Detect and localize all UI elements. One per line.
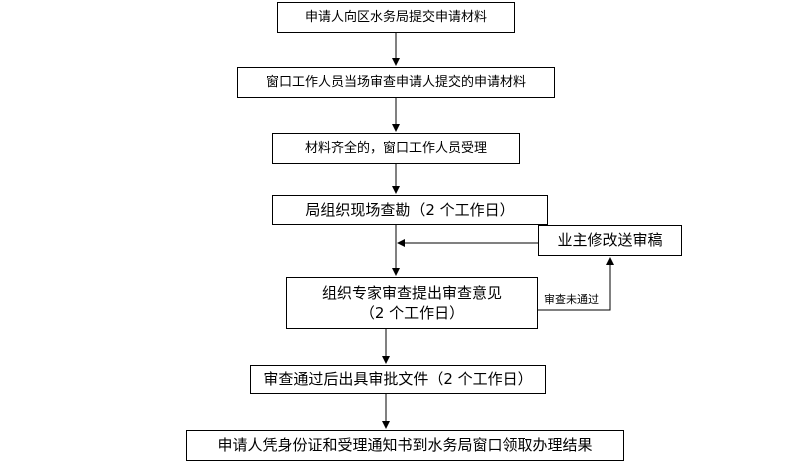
step-collect-result-text: 申请人凭身份证和受理通知书到水务局窗口领取办理结果 [217, 436, 593, 455]
reject-label: 审查未通过 [544, 293, 599, 306]
step-submit-application: 申请人向区水务局提交申请材料 [277, 2, 515, 33]
arrow-reject-loop [538, 257, 614, 311]
step-window-review-text: 窗口工作人员当场审查申请人提交的申请材料 [265, 74, 526, 90]
step-accept-text: 材料齐全的，窗口工作人员受理 [304, 140, 487, 156]
step-expert-review-line2: （2 个工作日） [359, 304, 465, 322]
step-site-survey-text: 局组织现场查勘（2 个工作日） [305, 200, 515, 219]
step-site-survey: 局组织现场查勘（2 个工作日） [272, 195, 548, 225]
step-issue-approval-text: 审查通过后出具审批文件（2 个工作日） [263, 370, 533, 389]
step-issue-approval: 审查通过后出具审批文件（2 个工作日） [250, 365, 546, 394]
side-revise-draft-text: 业主修改送审稿 [557, 231, 663, 250]
step-expert-review-text: 组织专家审查提出审查意见 （2 个工作日） [322, 283, 502, 324]
step-accept: 材料齐全的，窗口工作人员受理 [272, 133, 520, 164]
step-collect-result: 申请人凭身份证和受理通知书到水务局窗口领取办理结果 [186, 430, 624, 461]
step-expert-review: 组织专家审查提出审查意见 （2 个工作日） [286, 277, 538, 329]
step-submit-application-text: 申请人向区水务局提交申请材料 [304, 9, 487, 25]
step-window-review: 窗口工作人员当场审查申请人提交的申请材料 [237, 67, 555, 98]
step-expert-review-line1: 组织专家审查提出审查意见 [321, 283, 502, 302]
side-revise-draft: 业主修改送审稿 [538, 225, 682, 256]
